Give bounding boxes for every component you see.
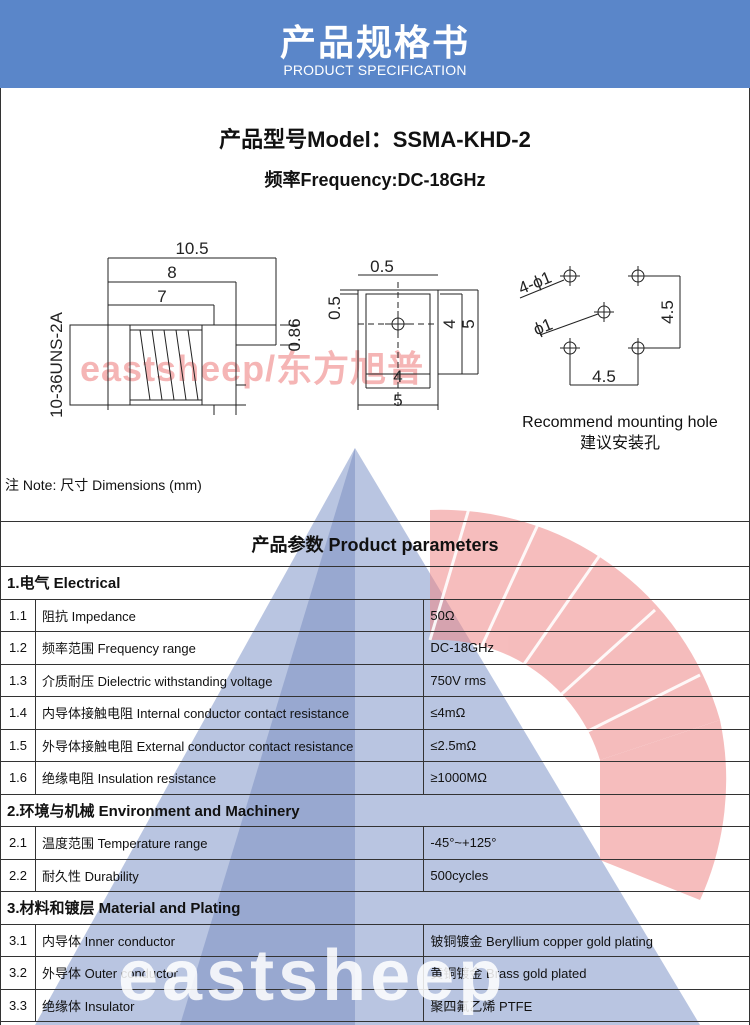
row-value: ≥1000MΩ [423, 761, 750, 795]
dim-hole-vertical: 4.5 [658, 300, 677, 324]
row-num: 1.2 [0, 631, 36, 665]
row-value: 750V rms [423, 663, 750, 697]
row-value: -45°~+125° [423, 826, 750, 860]
parameter-table: 产品参数 Product parameters 1.电气 Electrical … [0, 521, 750, 1022]
row-value: DC-18GHz [423, 631, 750, 665]
dim-0-86: 0.86 [285, 318, 304, 351]
dim-4-holes: 4-ϕ1 [516, 268, 555, 298]
row-value: 50Ω [423, 598, 750, 632]
thread-spec: 10-36UNS-2A [47, 311, 66, 417]
dim-top-0-5: 0.5 [370, 257, 394, 276]
page-subtitle: PRODUCT SPECIFICATION [283, 62, 467, 78]
dim-8: 8 [167, 263, 176, 282]
row-item: 温度范围 Temperature range [34, 826, 425, 860]
dim-hole-horizontal: 4.5 [592, 367, 616, 386]
row-item: 内导体接触电阻 Internal conductor contact resis… [34, 696, 425, 730]
watermark-text-white: eastsheep [118, 936, 507, 1016]
dim-left-0-5: 0.5 [325, 296, 344, 320]
row-num: 2.1 [0, 826, 36, 860]
row-num: 3.3 [0, 988, 36, 1022]
section-material: 3.材料和镀层 Material and Plating [0, 891, 750, 925]
row-num: 1.5 [0, 728, 36, 762]
product-frequency: 频率Frequency:DC-18GHz [264, 170, 486, 190]
row-num: 3.1 [0, 923, 36, 957]
row-num: 1.4 [0, 696, 36, 730]
row-item: 耐久性 Durability [34, 858, 425, 892]
row-item: 绝缘体 Insulator [34, 988, 425, 1022]
dim-outer-width: 5 [393, 391, 402, 410]
dim-7: 7 [157, 287, 166, 306]
dim-inner-width: 4 [393, 367, 402, 386]
row-item: 绝缘电阻 Insulation resistance [34, 761, 425, 795]
row-value: ≤2.5mΩ [423, 728, 750, 762]
dim-outer-height: 5 [459, 319, 478, 328]
dim-center-hole: ϕ1 [531, 315, 556, 340]
dim-10-5: 10.5 [175, 239, 208, 258]
recommend-cn: 建议安装孔 [579, 435, 660, 452]
product-model: 产品型号Model：SSMA-KHD-2 [219, 127, 531, 152]
row-num: 1.6 [0, 761, 36, 795]
dim-inner-height: 4 [440, 319, 459, 328]
header-banner: 产品规格书 PRODUCT SPECIFICATION [0, 0, 750, 88]
recommend-caption: Recommend mounting hole 建议安装孔 [500, 412, 740, 454]
row-num: 2.2 [0, 858, 36, 892]
row-item: 外导体接触电阻 External conductor contact resis… [34, 728, 425, 762]
dimension-note: 注 Note: 尺寸 Dimensions (mm) [5, 477, 202, 493]
row-value: ≤4mΩ [423, 696, 750, 730]
row-item: 阻抗 Impedance [34, 598, 425, 632]
row-num: 3.2 [0, 956, 36, 990]
row-value: 聚四氟乙烯 PTFE [423, 988, 750, 1022]
recommend-en: Recommend mounting hole [522, 414, 718, 431]
row-item: 频率范围 Frequency range [34, 631, 425, 665]
row-item: 介质耐压 Dielectric withstanding voltage [34, 663, 425, 697]
section-electrical: 1.电气 Electrical [0, 566, 750, 600]
section-environment: 2.环境与机械 Environment and Machinery [0, 793, 750, 827]
row-value: 500cycles [423, 858, 750, 892]
row-num: 1.3 [0, 663, 36, 697]
page-title: 产品规格书 [279, 23, 470, 64]
row-num: 1.1 [0, 598, 36, 632]
technical-drawing: 10.5 8 7 0.86 10-36UNS-2A 0.5 0.5 4 5 4 … [47, 239, 681, 418]
table-title: 产品参数 Product parameters [0, 521, 750, 567]
